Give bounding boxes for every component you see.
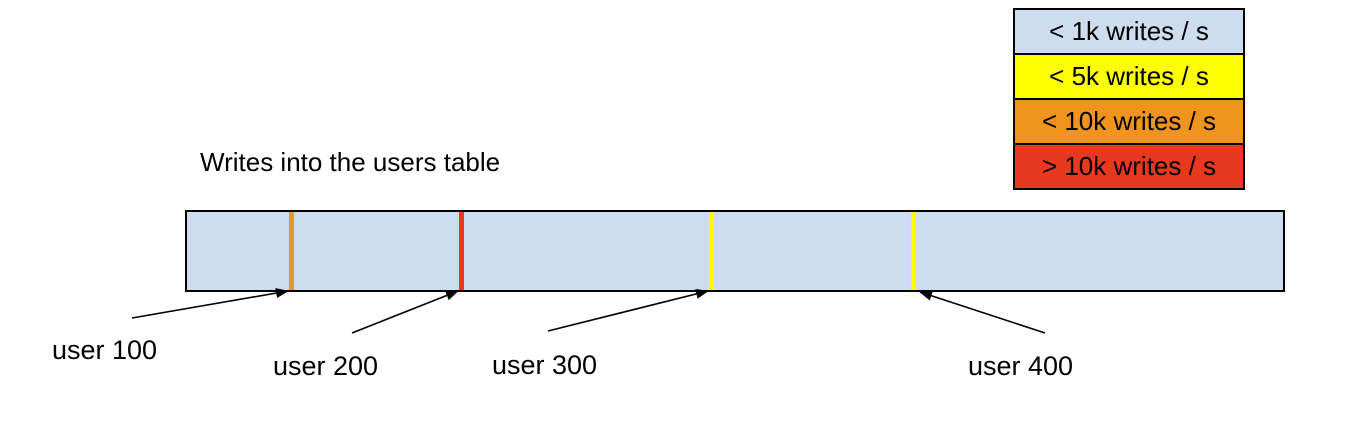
legend: < 1k writes / s < 5k writes / s < 10k wr… — [1013, 8, 1245, 190]
legend-item-label: < 10k writes / s — [1041, 106, 1217, 136]
marker-user-300 — [709, 212, 714, 290]
marker-user-400 — [911, 212, 916, 290]
arrow-user-300 — [547, 289, 709, 332]
marker-user-100 — [289, 212, 294, 290]
label-user-200: user 200 — [273, 351, 379, 381]
legend-item-lt-5k: < 5k writes / s — [1013, 53, 1245, 100]
legend-item-lt-1k: < 1k writes / s — [1013, 8, 1245, 55]
diagram-title: Writes into the users table — [200, 147, 501, 177]
label-user-100: user 100 — [52, 335, 158, 365]
arrow-user-200 — [351, 290, 459, 334]
label-user-400: user 400 — [968, 351, 1074, 381]
legend-item-label: < 1k writes / s — [1049, 16, 1209, 46]
users-table-bar — [185, 210, 1285, 292]
legend-item-label: < 5k writes / s — [1049, 61, 1209, 91]
legend-item-lt-10k: < 10k writes / s — [1013, 98, 1245, 145]
legend-item-label: > 10k writes / s — [1041, 151, 1217, 181]
arrow-user-400 — [919, 290, 1046, 334]
legend-item-gt-10k: > 10k writes / s — [1013, 143, 1245, 190]
label-user-300: user 300 — [492, 350, 598, 380]
arrow-user-100 — [131, 288, 289, 319]
marker-user-200 — [459, 212, 464, 290]
